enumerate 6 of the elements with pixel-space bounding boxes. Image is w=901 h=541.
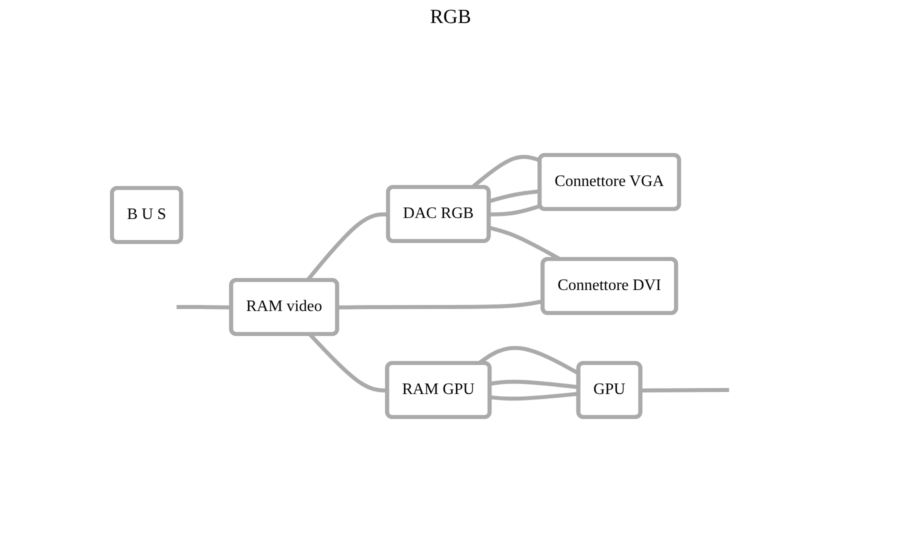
signal-label: RGB (430, 6, 472, 28)
connector (338, 299, 544, 310)
connector (488, 189, 540, 204)
connector (489, 204, 541, 216)
connector (176, 305, 232, 310)
connector (640, 388, 730, 392)
